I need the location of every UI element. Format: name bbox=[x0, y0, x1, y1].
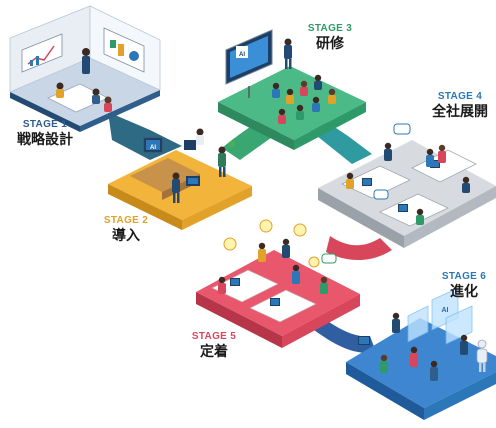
stage3-platform bbox=[218, 29, 366, 150]
stage4-label: STAGE 4 全社展開 bbox=[426, 91, 494, 120]
stage3-number: STAGE 3 bbox=[307, 23, 353, 34]
stage2-number: STAGE 2 bbox=[103, 215, 149, 226]
stage1-platform bbox=[9, 5, 161, 132]
stage5-platform bbox=[196, 219, 360, 348]
stage5-label: STAGE 5 定着 bbox=[182, 331, 246, 360]
ai-badge-stage6: AI bbox=[442, 307, 449, 314]
stage3-title: 研修 bbox=[316, 36, 344, 52]
stage4-platform bbox=[318, 123, 496, 248]
stage2-title: 導入 bbox=[112, 228, 140, 244]
stage6-number: STAGE 6 bbox=[441, 271, 487, 282]
stage2-platform bbox=[108, 128, 252, 230]
stage6-title: 進化 bbox=[450, 284, 478, 300]
stage1-label: STAGE 1 戦略設計 bbox=[10, 119, 80, 148]
stage6-label: STAGE 6 進化 bbox=[432, 271, 496, 300]
stage4-title: 全社展開 bbox=[432, 104, 488, 120]
connector-1-2 bbox=[108, 112, 182, 160]
ai-badge-stage3: AI bbox=[239, 52, 245, 58]
stage1-number: STAGE 1 bbox=[22, 119, 68, 130]
stage4-number: STAGE 4 bbox=[437, 91, 483, 102]
stage2-label: STAGE 2 導入 bbox=[94, 215, 158, 244]
stage6-platform bbox=[346, 287, 496, 420]
stage5-number: STAGE 5 bbox=[191, 331, 237, 342]
connector-4-5 bbox=[326, 236, 392, 260]
stage3-label: STAGE 3 研修 bbox=[298, 23, 362, 52]
ai-badge-stage2: AI bbox=[150, 145, 156, 151]
stage5-title: 定着 bbox=[200, 344, 228, 360]
stage1-title: 戦略設計 bbox=[17, 132, 73, 148]
